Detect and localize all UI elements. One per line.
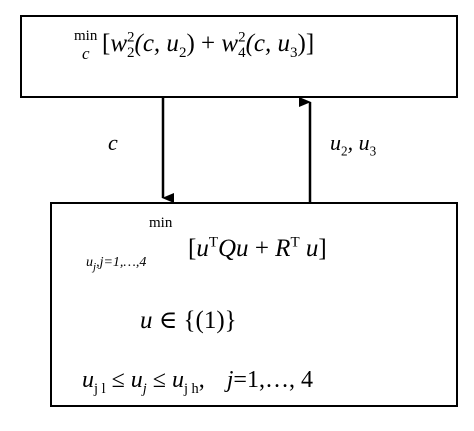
down-arrow-label: c — [108, 130, 118, 155]
top-min-operator: min — [74, 28, 98, 44]
bottom-min-subscript: uj,j=1,…,4 — [86, 255, 147, 273]
bottom-objective: [uTQu + RT u] — [188, 234, 327, 262]
top-min-variable: c — [82, 44, 90, 63]
bottom-constraint-bounds: uj l ≤ uj ≤ uj h,j=1,…, 4 — [82, 367, 313, 397]
bottom-min-operator: min — [149, 215, 173, 231]
top-objective: [w22(c, u2) + w24(c, u3)] — [102, 29, 315, 61]
up-arrow-label: u2, u3 — [330, 130, 377, 159]
bottom-constraint-set: u ∈ {(1)} — [140, 307, 237, 334]
bottom-problem-box: min uj,j=1,…,4 [uTQu + RT u] u ∈ {(1)} u… — [50, 202, 458, 407]
top-problem-box: min c [w22(c, u2) + w24(c, u3)] — [20, 15, 458, 98]
